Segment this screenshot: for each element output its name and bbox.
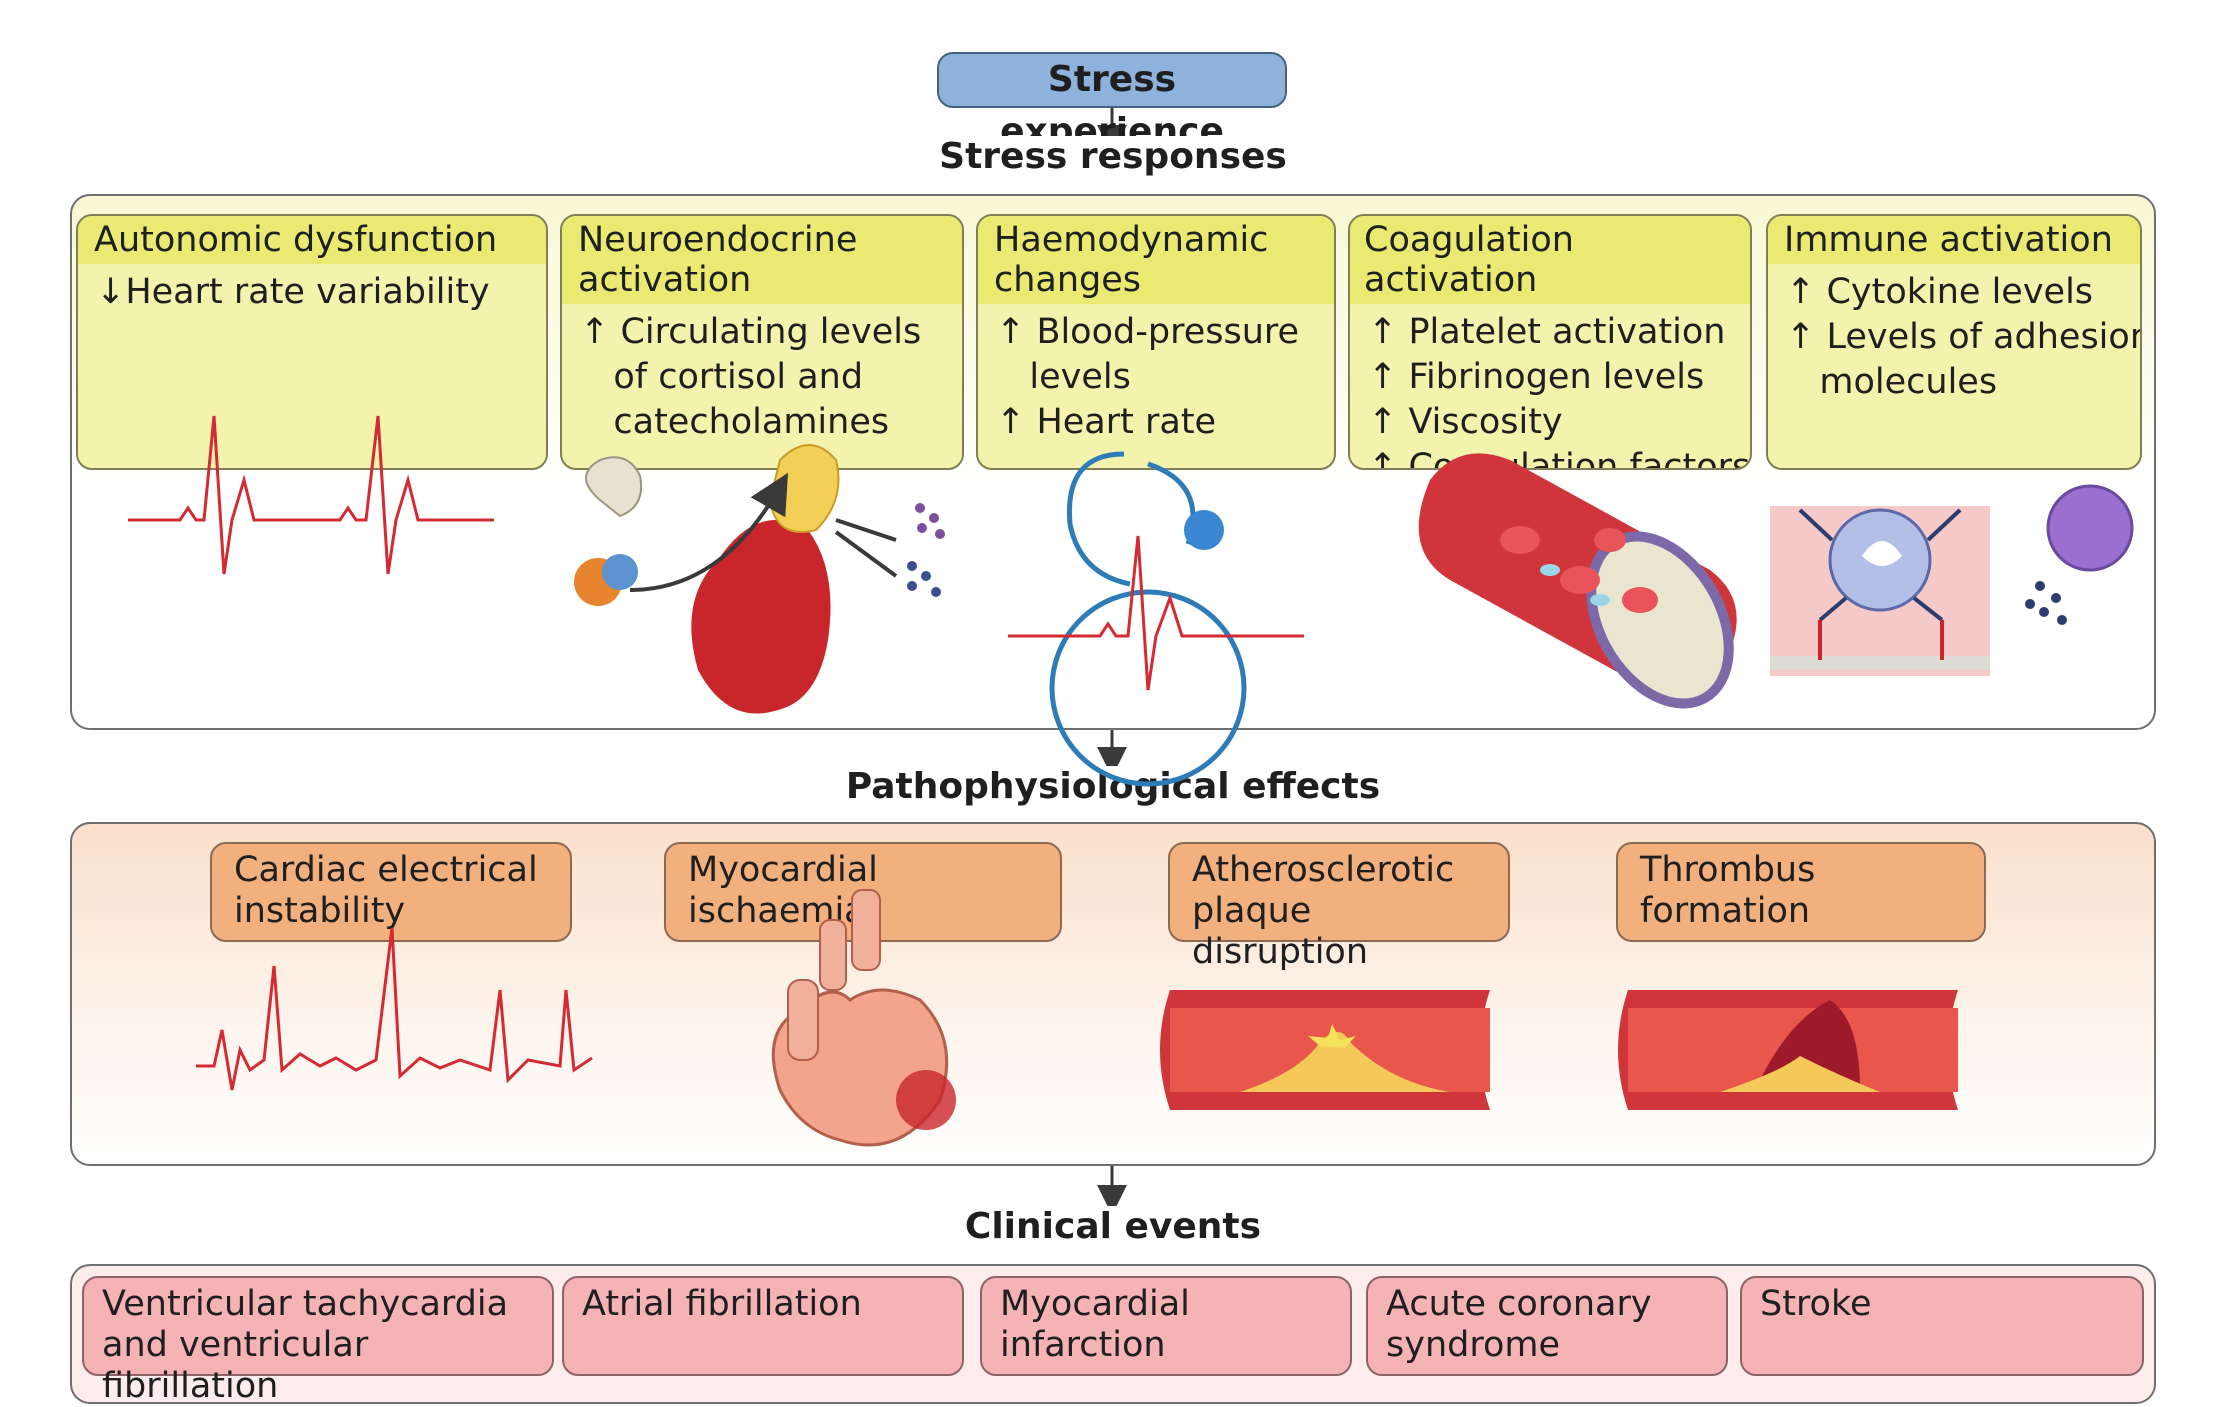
- card-title: Coagulation activation: [1350, 216, 1750, 304]
- stethoscope-icon: [1008, 451, 1304, 787]
- card-line: ↑ Levels of adhesion: [1786, 317, 2142, 357]
- effect-thrombus-formation: Thrombus formation: [1616, 842, 1986, 942]
- plaque-rupture-vessel-icon: [1160, 990, 1490, 1110]
- event-myocardial-infarction: Myocardial infarction: [980, 1276, 1352, 1376]
- response-illustrations: [128, 415, 2134, 787]
- flow-arrows: [1097, 108, 1127, 1215]
- stage-title-stress-responses: Stress responses: [0, 136, 2226, 177]
- card-line: levels: [996, 357, 1131, 397]
- immune-cell-adhesion-icon: [1770, 484, 2134, 676]
- card-line: molecules: [1786, 362, 1998, 402]
- card-title: Immune activation: [1768, 216, 2140, 264]
- card-autonomic-dysfunction: Autonomic dysfunction ↓Heart rate variab…: [76, 214, 548, 470]
- event-ventricular-tachycardia-fibrillation: Ventricular tachycardia and ventricular …: [82, 1276, 554, 1406]
- card-haemodynamic-changes: Haemodynamic changes ↑ Blood-pressure le…: [976, 214, 1336, 470]
- adrenal-gland-kidney-icon: [574, 444, 945, 714]
- card-line: of cortisol and: [580, 357, 864, 397]
- card-line: ↑ Fibrinogen levels: [1368, 357, 1705, 397]
- card-line: ↑ Cytokine levels: [1786, 272, 2094, 312]
- card-title: Neuroendocrine activation: [562, 216, 962, 304]
- effect-cardiac-electrical-instability: Cardiac electrical instability: [210, 842, 572, 942]
- card-line: ↑ Platelet activation: [1368, 312, 1726, 352]
- ecg-trace-icon: [128, 415, 494, 575]
- thrombus-vessel-icon: [1618, 990, 1958, 1110]
- card-line: ↑ Circulating levels: [580, 312, 922, 352]
- stage-title-pathophysiological-effects: Pathophysiological effects: [0, 766, 2226, 807]
- card-line: ↑ Heart rate: [996, 402, 1217, 442]
- card-immune-activation: Immune activation ↑ Cytokine levels ↑ Le…: [1766, 214, 2142, 470]
- card-line: catecholamines: [580, 402, 890, 442]
- arrhythmia-ecg-icon: [196, 927, 593, 1091]
- card-coagulation-activation: Coagulation activation ↑ Platelet activa…: [1348, 214, 1752, 470]
- blood-vessel-cross-section-icon: [1418, 453, 1737, 709]
- card-line: ↑ Blood-pressure: [996, 312, 1300, 352]
- event-stroke: Stroke: [1740, 1276, 2144, 1376]
- effect-illustrations: [196, 889, 1958, 1147]
- effect-atherosclerotic-plaque-disruption: Atherosclerotic plaque disruption: [1168, 842, 1510, 972]
- card-line: ↓Heart rate variability: [96, 272, 490, 312]
- event-atrial-fibrillation: Atrial fibrillation: [562, 1276, 964, 1376]
- card-line: ↑ Viscosity: [1368, 402, 1563, 442]
- stage-title-clinical-events: Clinical events: [0, 1206, 2226, 1247]
- card-title: Autonomic dysfunction: [78, 216, 546, 264]
- event-acute-coronary-syndrome: Acute coronary syndrome: [1366, 1276, 1728, 1376]
- card-neuroendocrine-activation: Neuroendocrine activation ↑ Circulating …: [560, 214, 964, 470]
- heart-ischaemia-icon: [771, 889, 956, 1147]
- card-title: Haemodynamic changes: [978, 216, 1334, 304]
